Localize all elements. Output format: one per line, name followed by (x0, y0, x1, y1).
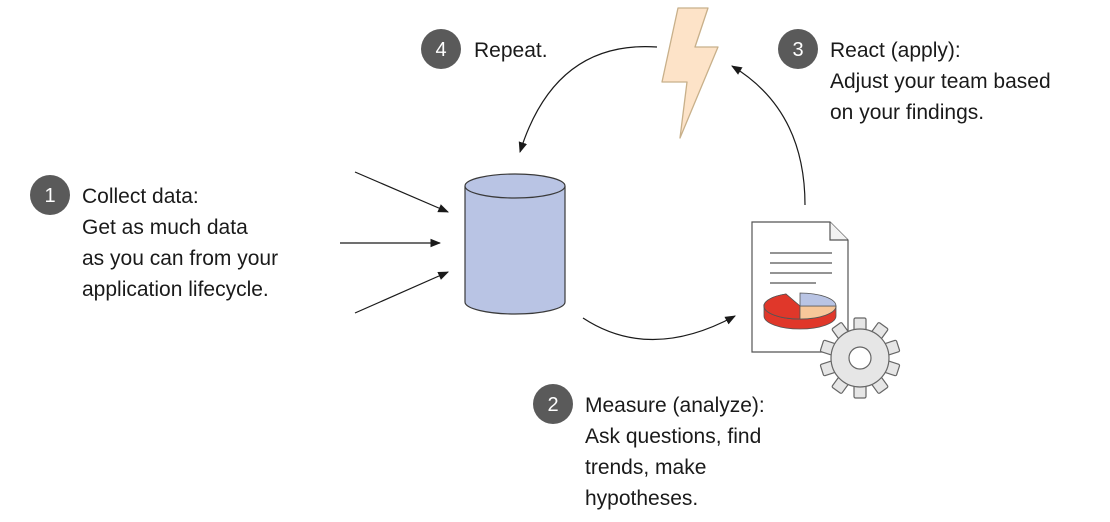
pie-chart-icon (763, 292, 837, 330)
step-2: 2 Measure (analyze): Ask questions, find… (533, 384, 765, 510)
step-badge (778, 29, 818, 69)
arrow-database-to-report (582, 315, 736, 341)
gear-icon (819, 317, 901, 399)
step-3: 3 React (apply): Adjust your team based … (778, 29, 1051, 124)
step-line: as you can from your (82, 247, 278, 270)
step-number: 4 (435, 39, 446, 61)
step-badge (421, 29, 461, 69)
step-number: 1 (44, 185, 55, 207)
step-number: 3 (792, 39, 803, 61)
step-title: Collect data: (82, 185, 199, 208)
step-line: trends, make (585, 456, 706, 479)
step-badge (30, 175, 70, 215)
step-line: Adjust your team based (830, 70, 1051, 93)
step-number: 2 (547, 394, 558, 416)
input-arrow-top (354, 171, 449, 213)
step-4: 4 Repeat. (421, 29, 548, 69)
database-cylinder-icon (464, 173, 566, 315)
arrow-repeat-to-database (518, 45, 658, 154)
step-title: Repeat. (474, 39, 548, 62)
step-line: application lifecycle. (82, 278, 269, 301)
report-document-icon (751, 221, 849, 353)
step-line: on your findings. (830, 101, 984, 124)
step-line: Ask questions, find (585, 425, 761, 448)
lightning-bolt-icon (661, 7, 719, 139)
step-title: React (apply): (830, 39, 961, 62)
step-1: 1 Collect data: Get as much data as you … (30, 175, 278, 301)
arrow-report-to-react (731, 65, 806, 206)
step-title: Measure (analyze): (585, 394, 765, 417)
step-badge (533, 384, 573, 424)
step-line: hypotheses. (585, 487, 698, 510)
input-arrow-bottom (354, 271, 449, 314)
step-line: Get as much data (82, 216, 248, 239)
